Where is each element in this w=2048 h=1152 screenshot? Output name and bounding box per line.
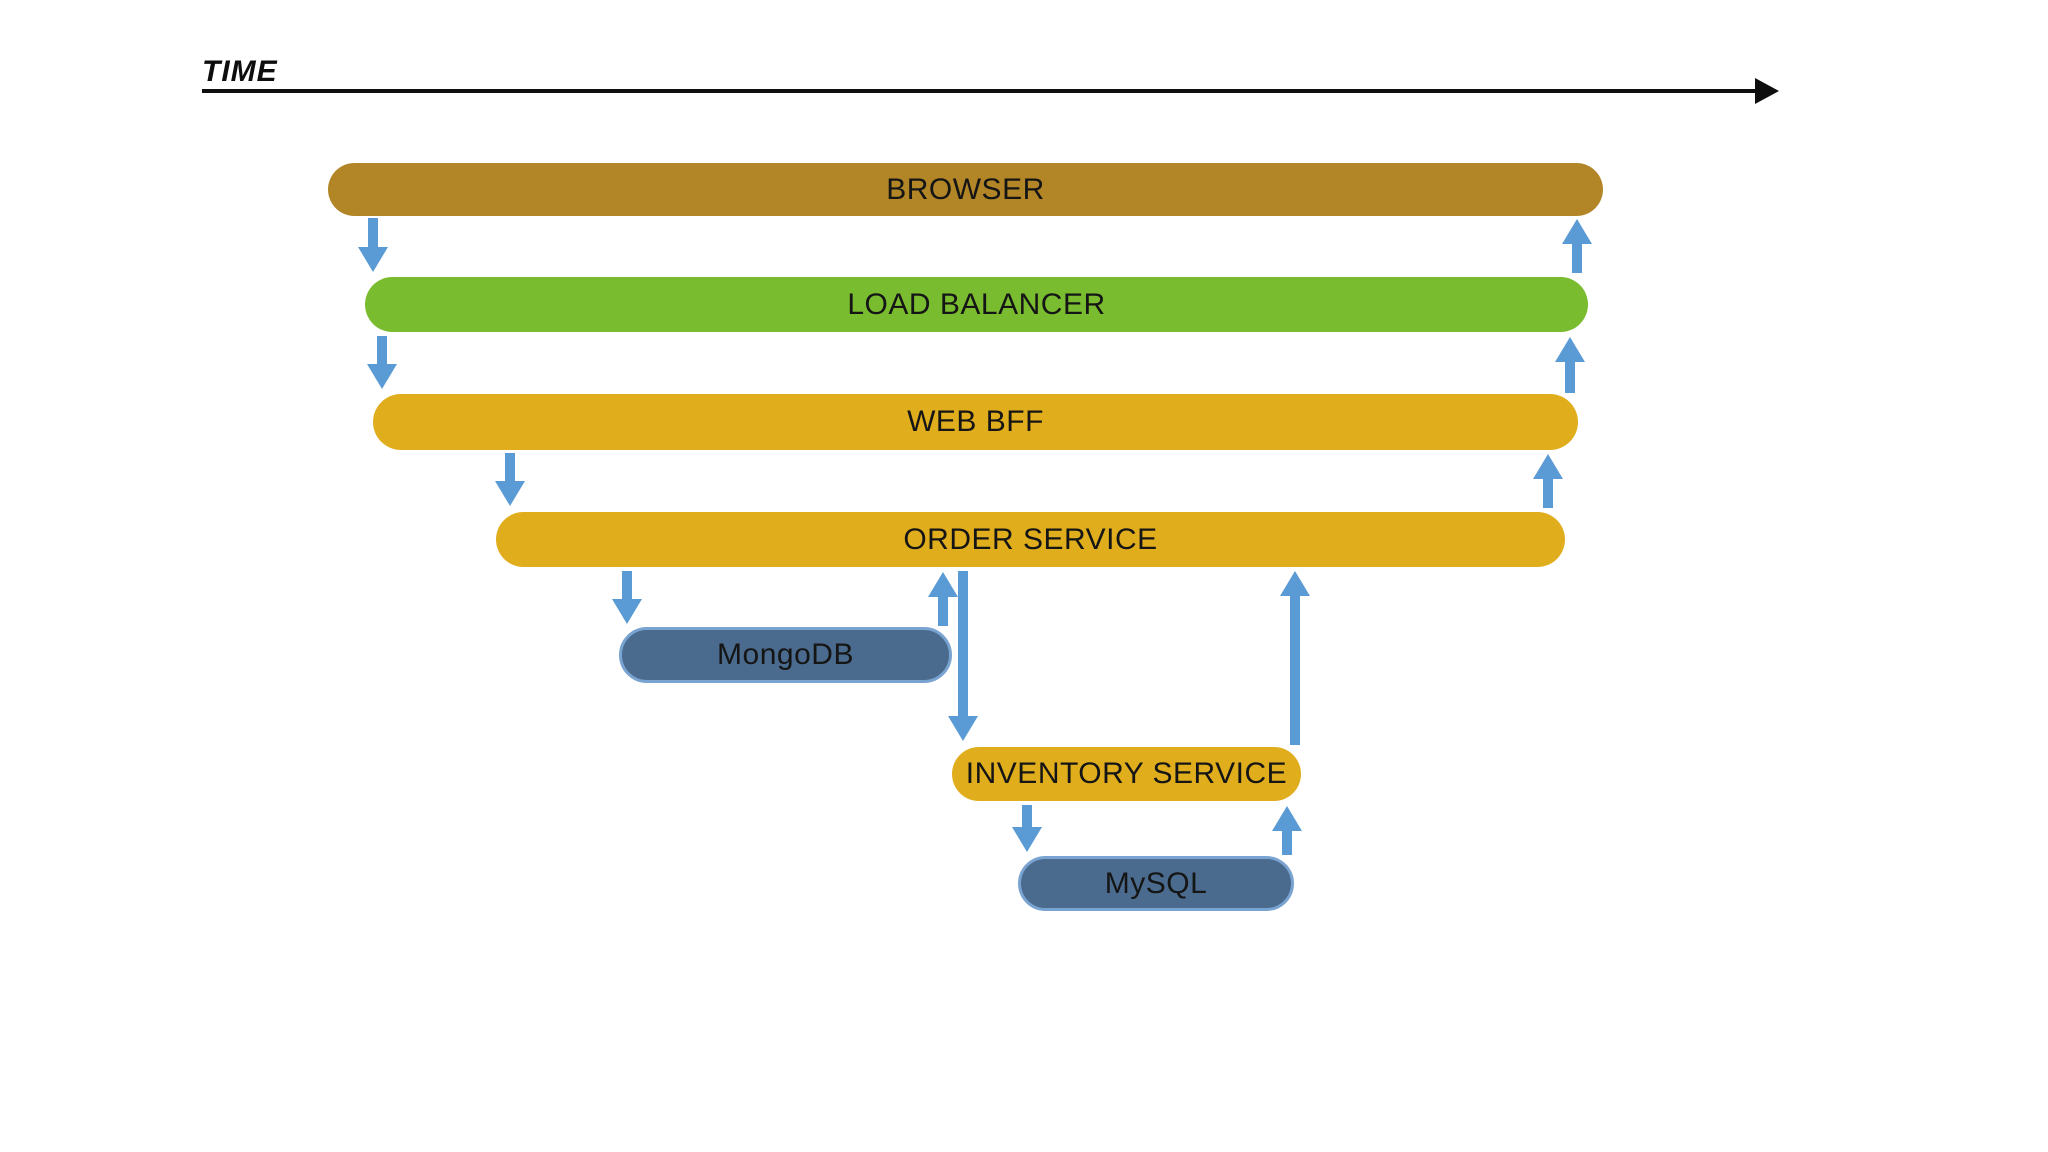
- arrow-shaft: [505, 453, 515, 482]
- node-mysql: MySQL: [1018, 856, 1294, 911]
- arrow-load-balancer-to-web-bff-icon: [367, 336, 397, 389]
- arrow-shaft: [958, 571, 968, 717]
- arrow-shaft: [368, 218, 378, 248]
- arrow-inventory-service-to-mysql-icon: [1012, 805, 1042, 852]
- node-order-service-label: ORDER SERVICE: [903, 522, 1158, 556]
- arrow-order-service-to-web-bff-icon: [1533, 454, 1563, 508]
- arrow-web-bff-to-load-balancer-icon: [1555, 337, 1585, 393]
- node-web-bff-label: WEB BFF: [907, 405, 1044, 438]
- arrow-load-balancer-to-browser-icon: [1562, 219, 1592, 273]
- arrow-shaft: [1565, 361, 1575, 393]
- node-mongodb: MongoDB: [619, 627, 952, 683]
- arrow-shaft: [1543, 478, 1553, 508]
- node-load-balancer-label: LOAD BALANCER: [847, 287, 1106, 321]
- arrow-mysql-to-inventory-service-icon: [1272, 806, 1302, 855]
- arrow-head: [612, 599, 642, 624]
- arrow-shaft: [1282, 830, 1292, 855]
- arrow-head: [1280, 571, 1310, 596]
- arrow-shaft: [1022, 805, 1032, 828]
- arrow-head: [1012, 827, 1042, 852]
- arrow-head: [948, 716, 978, 741]
- arrow-head: [1555, 337, 1585, 362]
- arrow-head: [1272, 806, 1302, 831]
- arrow-shaft: [1572, 243, 1582, 273]
- node-browser-label: BROWSER: [886, 172, 1045, 206]
- arrow-head: [367, 364, 397, 389]
- arrow-web-bff-to-order-service-icon: [495, 453, 525, 506]
- arrow-shaft: [622, 571, 632, 600]
- arrow-head: [1533, 454, 1563, 479]
- arrow-head: [358, 247, 388, 272]
- arrow-order-service-to-mongodb-icon: [612, 571, 642, 624]
- arrow-browser-to-load-balancer-icon: [358, 218, 388, 272]
- arrow-shaft: [938, 596, 948, 626]
- arrow-head: [928, 572, 958, 597]
- arrow-head: [1562, 219, 1592, 244]
- time-axis-line: [202, 89, 1757, 93]
- arrow-inventory-service-to-order-service-icon: [1280, 571, 1310, 745]
- node-web-bff: WEB BFF: [373, 394, 1578, 450]
- node-browser: BROWSER: [328, 163, 1603, 216]
- arrow-order-service-to-inventory-service-icon: [948, 571, 978, 741]
- arrow-head: [495, 481, 525, 506]
- node-inventory-service-label: INVENTORY SERVICE: [965, 757, 1288, 790]
- time-axis-label: TIME: [202, 55, 278, 88]
- arrow-mongodb-to-order-service-icon: [928, 572, 958, 626]
- node-mongodb-label: MongoDB: [717, 638, 854, 671]
- node-load-balancer: LOAD BALANCER: [365, 277, 1588, 332]
- time-axis-arrowhead-icon: [1755, 78, 1779, 104]
- node-inventory-service: INVENTORY SERVICE: [952, 747, 1301, 801]
- node-order-service: ORDER SERVICE: [496, 512, 1565, 567]
- arrow-shaft: [1290, 595, 1300, 745]
- node-mysql-label: MySQL: [1104, 866, 1208, 900]
- arrow-shaft: [377, 336, 387, 365]
